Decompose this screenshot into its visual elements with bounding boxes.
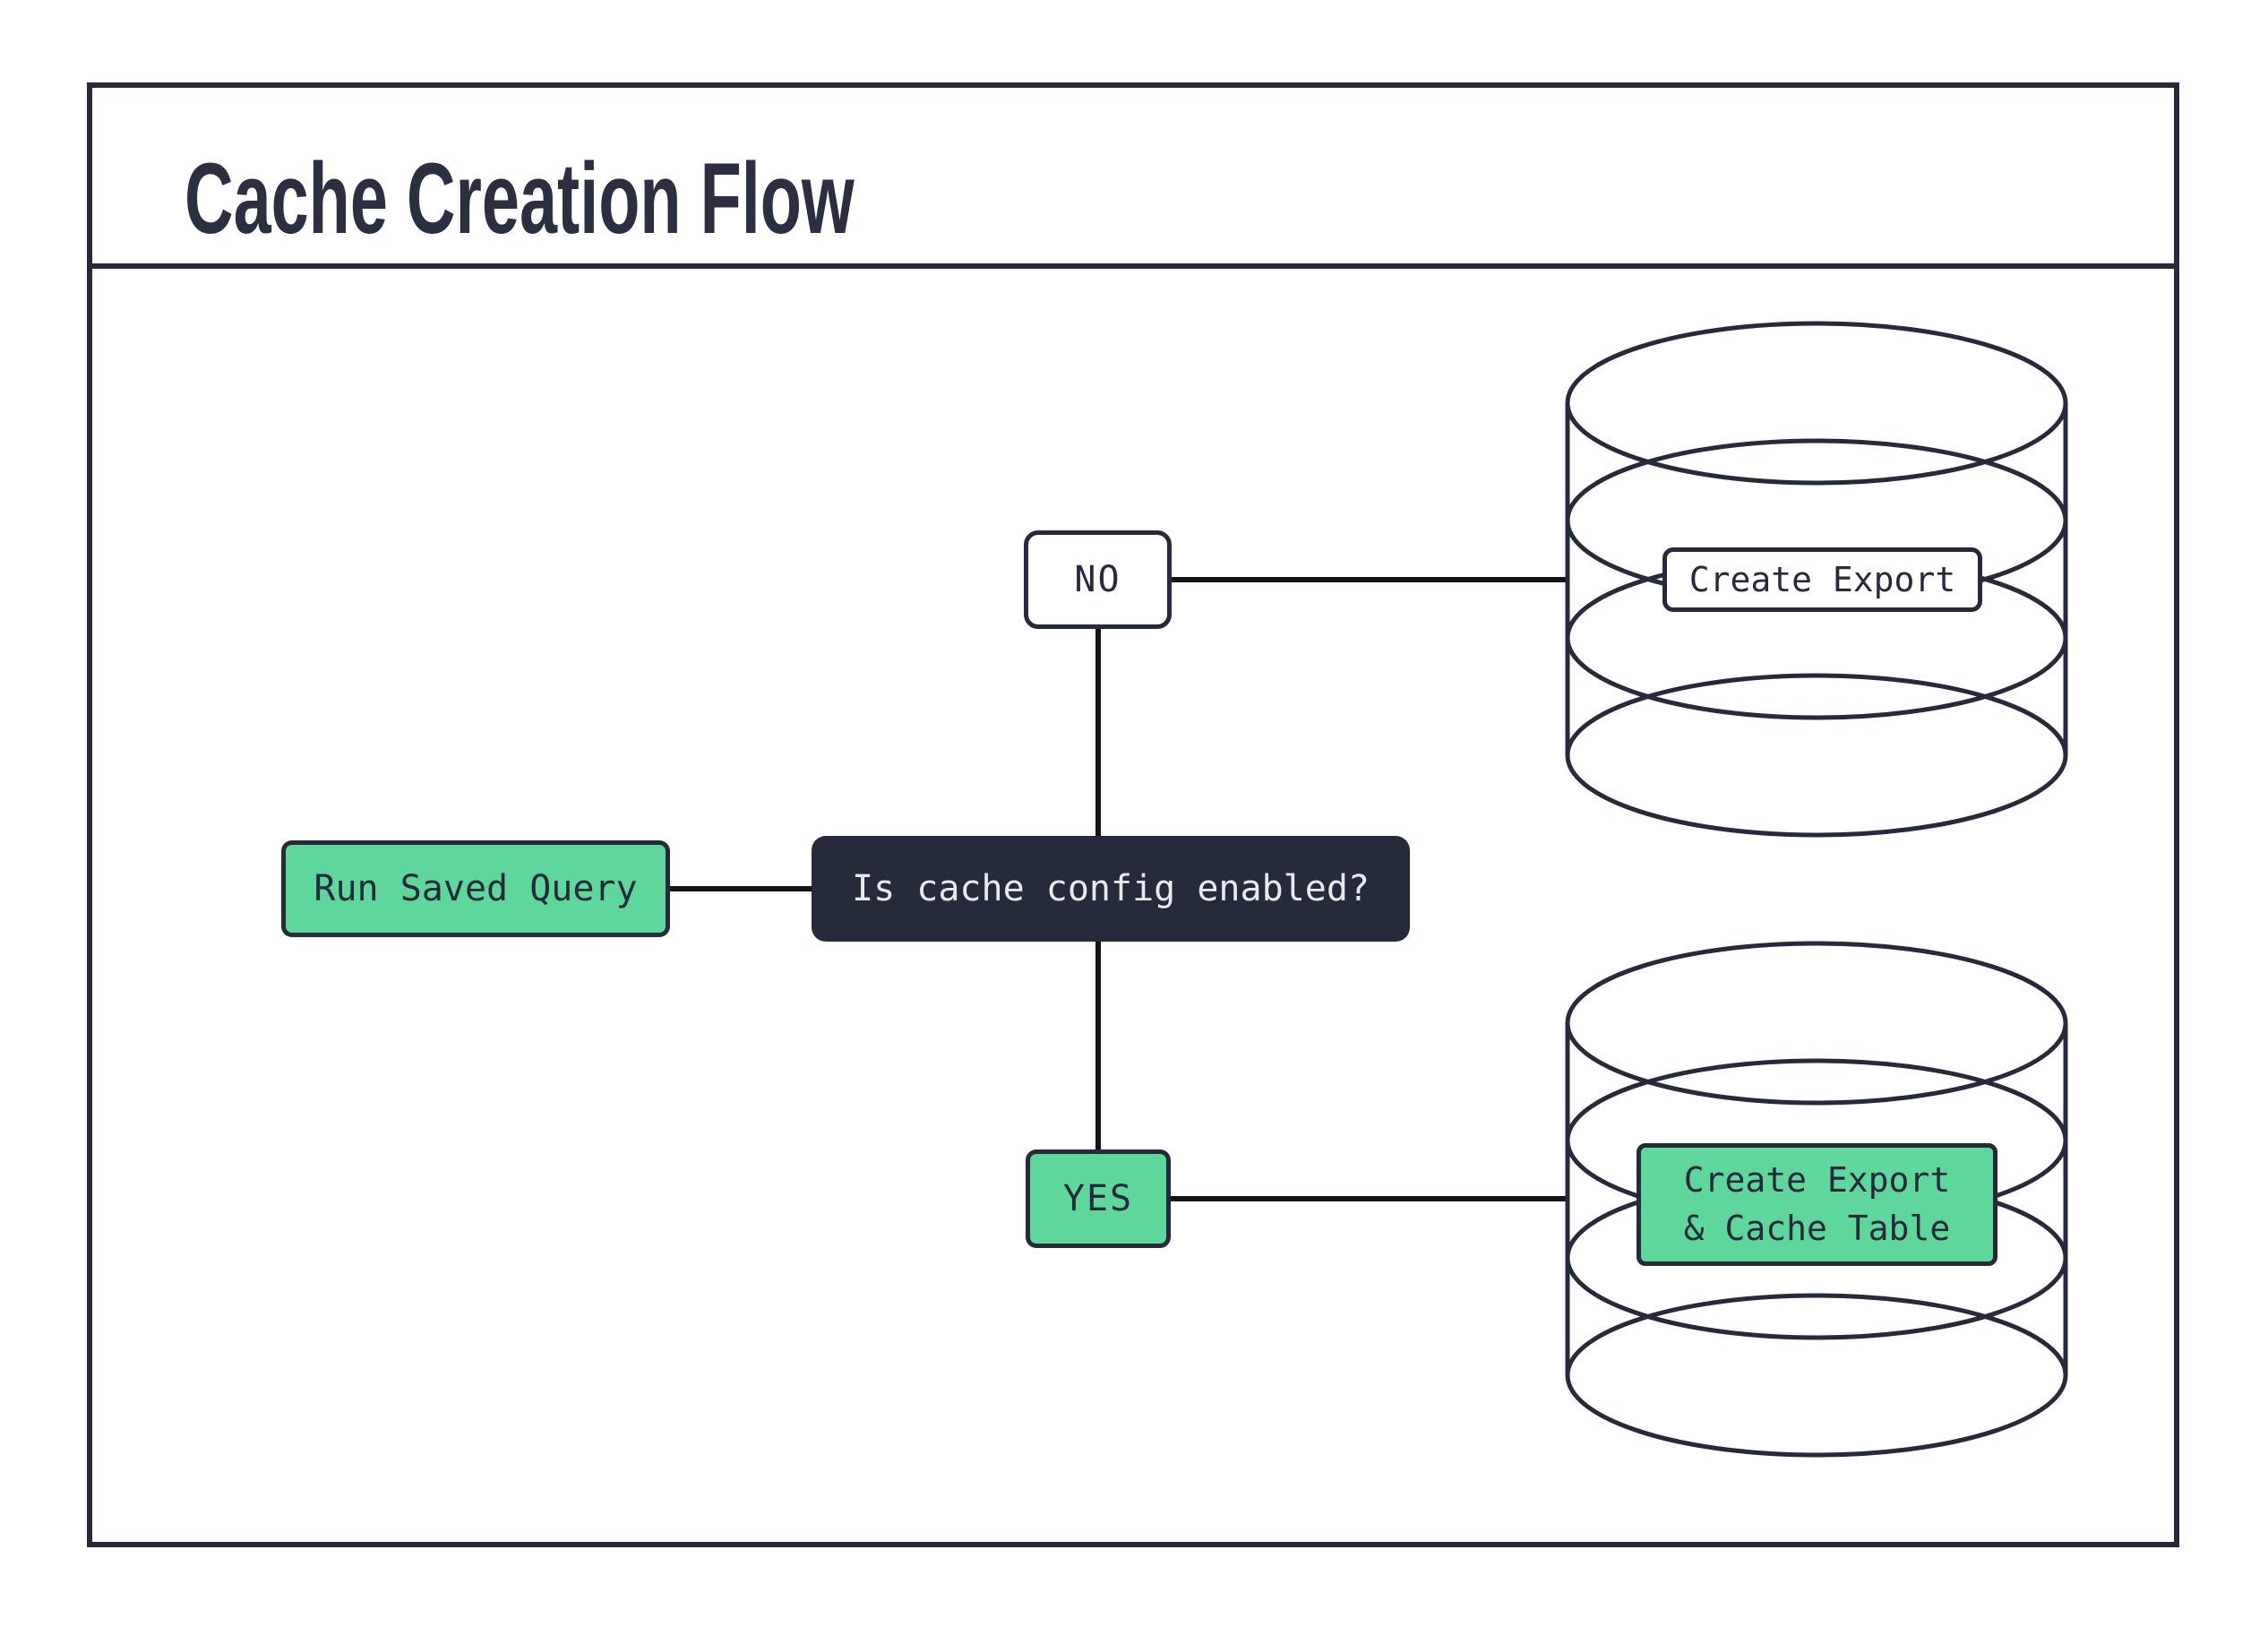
node-create-export-label: Create Export [1688,560,1956,599]
page-title: Cache Creation Flow [185,142,855,254]
title-bar: Cache Creation Flow [92,88,2174,269]
node-branch-yes: YES [1026,1149,1171,1248]
node-create-export-cache-table: Create Export & Cache Table [1637,1143,1997,1266]
database-cylinder-bottom [1565,941,2068,1458]
node-create-export-cache-table-line2: & Cache Table [1683,1208,1951,1248]
node-run-saved-query-label: Run Saved Query [314,868,638,909]
database-cylinder-top [1565,321,2068,838]
diagram-frame: Cache Creation Flow [87,82,2179,1547]
node-create-export-cache-table-line1: Create Export [1683,1160,1951,1201]
connector-lines [670,577,1568,1201]
node-branch-no-label: NO [1074,559,1121,600]
node-create-export: Create Export [1662,547,1982,612]
node-branch-yes-label: YES [1062,1178,1134,1219]
node-run-saved-query: Run Saved Query [281,840,670,937]
node-branch-no: NO [1024,530,1172,629]
node-decision-cache-config: Is cache config enabled? [812,836,1410,942]
node-decision-label: Is cache config enabled? [852,868,1370,909]
